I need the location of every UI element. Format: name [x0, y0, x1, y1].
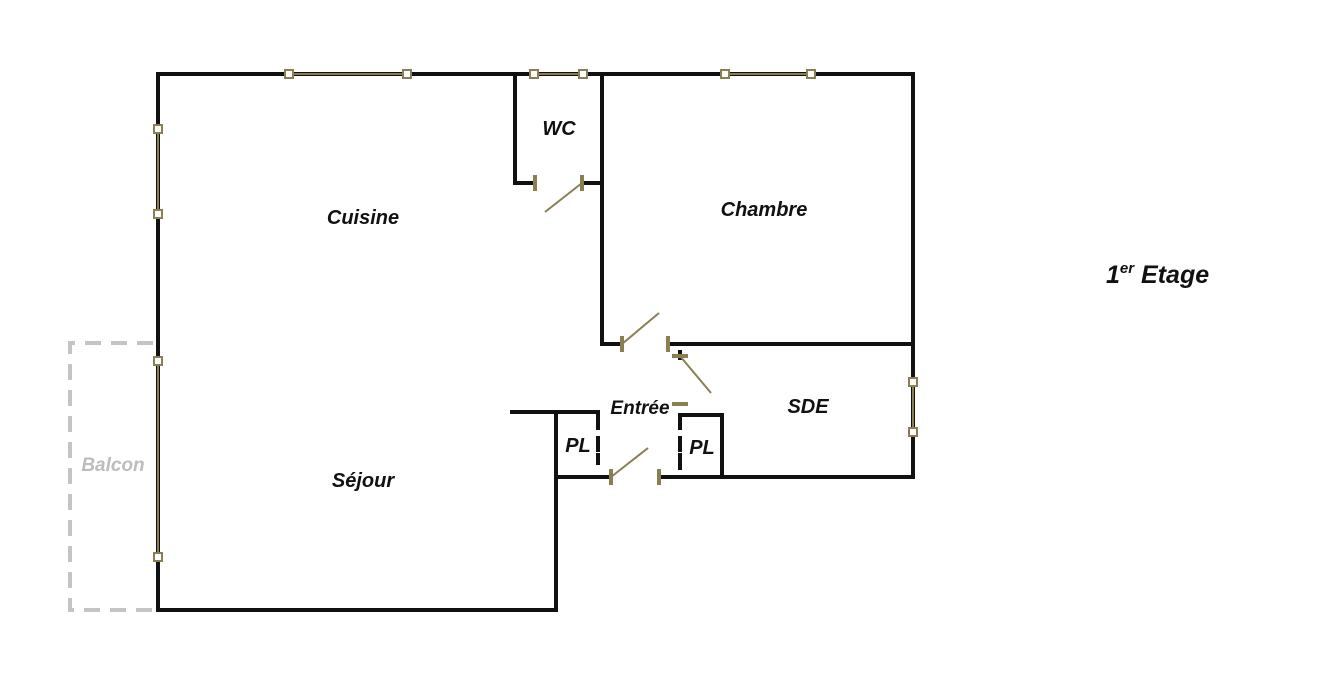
room-label-sde: SDE [787, 396, 829, 418]
wall-pl-right-top [678, 413, 724, 479]
wall-sejour-partition [510, 410, 600, 430]
window-chambre-top [720, 69, 816, 79]
walls [156, 72, 915, 612]
room-label-chambre: Chambre [721, 199, 808, 221]
balcony-outline [68, 341, 153, 612]
floor-superscript: er [1120, 260, 1135, 277]
wall-outer-left [156, 72, 558, 612]
wall-chambre-left [600, 181, 622, 346]
floor-number: 1 [1106, 261, 1120, 289]
window-sde-right [908, 377, 918, 437]
doors [533, 175, 712, 485]
room-label-wc: WC [542, 118, 576, 140]
room-label-pl-left: PL [565, 435, 591, 457]
floor-text: Etage [1134, 261, 1209, 289]
window-sejour-left [153, 356, 163, 562]
wall-wc-left [513, 72, 537, 185]
window-cuisine-left [153, 124, 163, 219]
door-wc [533, 175, 584, 213]
windows [153, 69, 918, 562]
door-sde [672, 354, 712, 406]
closet-doors [596, 413, 682, 470]
wall-wc-right [580, 72, 604, 185]
window-cuisine-top [284, 69, 412, 79]
door-entree [609, 447, 661, 485]
room-label-balcon: Balcon [81, 455, 144, 476]
room-label-pl-right: PL [689, 437, 715, 459]
room-label-sejour: Séjour [332, 470, 395, 492]
room-label-cuisine: Cuisine [327, 207, 399, 229]
window-wc-top [529, 69, 588, 79]
room-label-entree: Entrée [610, 398, 670, 419]
floor-label: 1er Etage [1106, 260, 1209, 289]
door-chambre [620, 312, 670, 352]
